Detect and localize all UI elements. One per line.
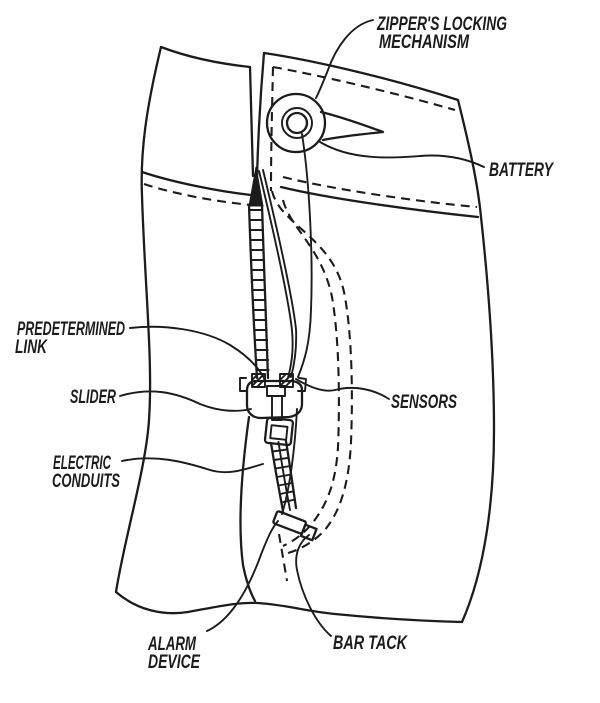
leader-slider [119,390,252,412]
slider-assembly [239,373,307,447]
label-sensors: SENSORS [391,392,457,413]
fly-bottom-left-edge [239,415,257,603]
label-locking-mechanism-line1: ZIPPER'S LOCKING [376,14,507,35]
bar-tack-block [299,523,318,542]
figure-labels: ZIPPER'S LOCKING MECHANISM BATTERY PREDE… [15,14,555,673]
j-stitch-outer [270,190,353,555]
label-slider: SLIDER [70,387,116,408]
button-ring-circle [281,107,313,139]
slider-post [271,395,283,421]
left-panel-left-edge [114,45,163,594]
right-panel-top-stitch [272,65,456,112]
button-outer-circle [265,92,327,154]
zipper-open-right-half [258,169,298,379]
closed-teeth-center-line [277,441,291,511]
teeth-tape-right-edge [260,203,270,380]
fly-placket-left-edge [255,51,266,179]
label-electric-line1: ELECTRIC [53,453,111,474]
waistband-right-seam [279,185,480,219]
pull-tab-outline [263,416,295,447]
right-panel-top-edge [262,51,460,102]
leader-locking-mechanism [315,19,374,99]
leader-electric-conduits [121,457,264,474]
left-fabric-panel [114,45,255,594]
waistband-left-seam [140,170,253,197]
zipper-open-left-half [247,166,270,380]
crease-dashed-line [277,533,289,582]
leader-battery [319,141,485,168]
left-panel-fly-edge [248,65,255,178]
right-panel-right-edge [456,98,496,624]
label-alarm-line2: DEVICE [148,652,201,673]
slider-body [245,379,304,420]
waistband-right-stitch [282,175,478,209]
fly-placket-left-stitch [269,66,275,192]
left-panel-top-edge [159,45,252,69]
teeth-rungs [248,209,270,371]
slider-ear-left [239,377,248,392]
leader-sensors [295,378,390,400]
fly-topstitching [270,190,353,582]
label-electric-line2: CONDUITS [52,471,120,492]
buttonhole-wedge [319,110,385,142]
right-tape-edge-a [258,170,294,379]
electric-conduit-lower-wire [281,408,298,515]
slider-pull-tab [263,416,295,447]
button-locking-mechanism [265,92,385,154]
label-locking-mechanism-line2: MECHANISM [379,32,470,53]
waistband-left-stitch [143,183,253,207]
electric-conduit-upper-wire [297,133,313,378]
zipper-closed-section [269,439,298,513]
label-battery: BATTERY [489,160,555,181]
label-predetermined-line2: LINK [15,337,48,358]
bottom-hem-edge [114,590,464,624]
label-bar-tack: BAR TACK [333,633,408,654]
leader-lines [119,19,485,637]
j-stitch-inner [281,199,340,547]
button-inner-circle [285,111,309,135]
leader-bar-tack [295,534,332,637]
closed-teeth-left-edge [269,441,285,513]
teeth-top-taper [248,166,264,207]
right-fabric-panel [255,51,496,624]
pull-tab-hole [269,424,289,441]
leader-alarm-device [206,520,279,632]
right-tape-edge-b [262,169,298,378]
label-predetermined-line1: PREDETERMINED [17,319,125,340]
closed-teeth-rungs [271,448,296,504]
label-alarm-line1: ALARM [147,634,197,655]
leader-predetermined-link [129,325,265,379]
